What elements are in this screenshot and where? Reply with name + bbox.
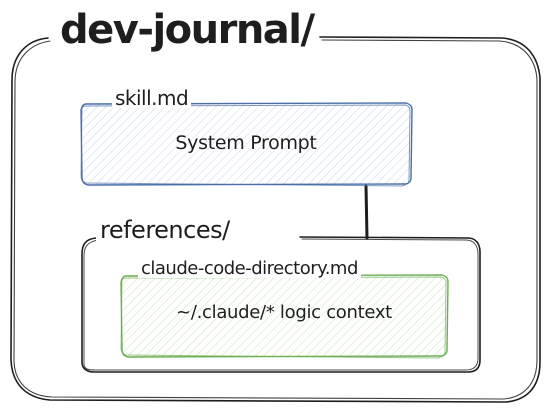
connector-line [364, 184, 369, 240]
references-folder-box [81, 236, 481, 373]
root-folder-box [10, 36, 541, 403]
skill-file-label: skill.md [112, 88, 192, 108]
claude-code-directory-label: claude-code-directory.md [138, 260, 361, 278]
claude-code-directory-box [120, 274, 449, 359]
skill-file-box [80, 102, 413, 187]
root-folder-label: dev-journal/ [56, 10, 318, 50]
references-folder-label: references/ [96, 218, 234, 242]
skill-file-content: System Prompt [175, 132, 317, 154]
claude-code-directory-content: ~/.claude/* logic context [176, 302, 392, 323]
